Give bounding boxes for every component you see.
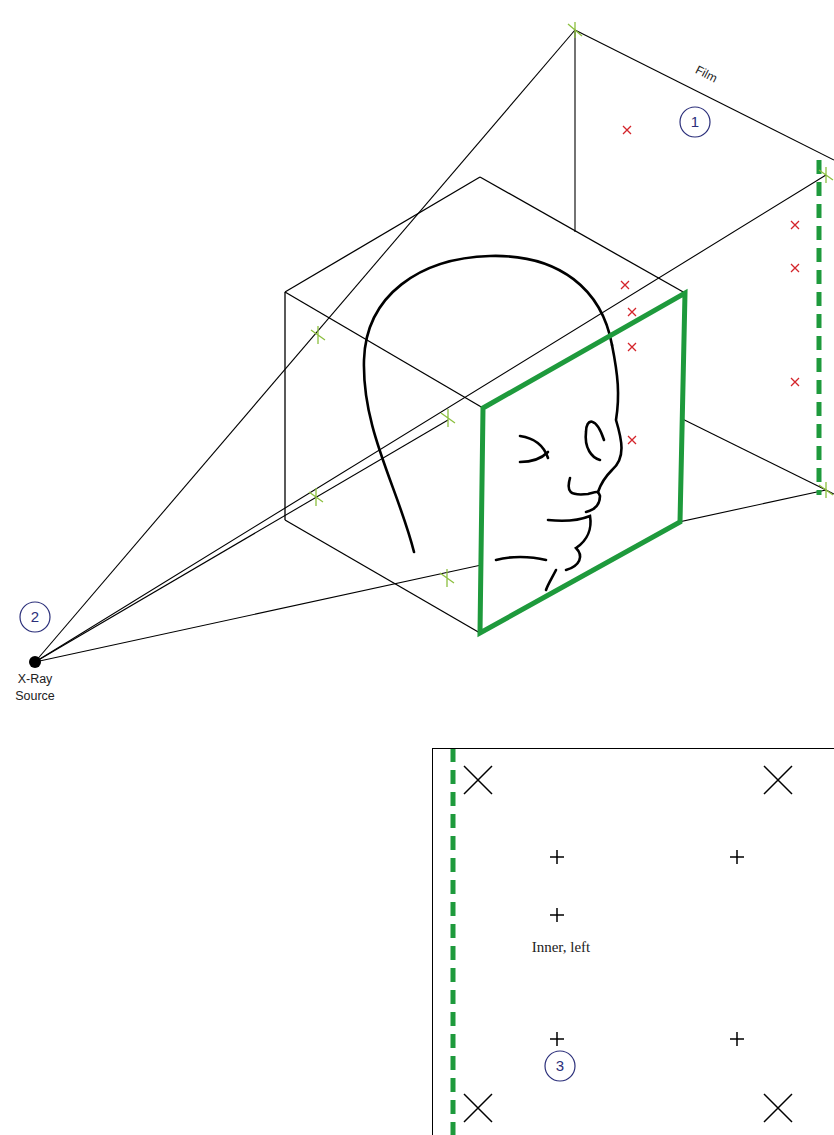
callout-number: 1 [691,112,699,132]
source-label: X-Ray Source [7,671,63,705]
film-edge-dashed [817,160,822,495]
cube [285,177,685,633]
red-marks [621,126,799,444]
green-ticks [309,22,833,587]
callout-number: 2 [31,607,39,627]
xray-rays [35,30,826,662]
film-markers [464,766,792,1122]
film-side-label: Inner, left [530,939,593,956]
callout-circles [20,107,710,1081]
film-view-box: Inner, left [432,748,834,1135]
callout-number: 3 [556,1056,564,1076]
xray-source-dot [29,656,41,668]
film-label: Film [692,62,720,87]
head-drawing [364,256,622,590]
front-face-square [480,293,685,633]
film-edge-dashed [451,748,456,1135]
